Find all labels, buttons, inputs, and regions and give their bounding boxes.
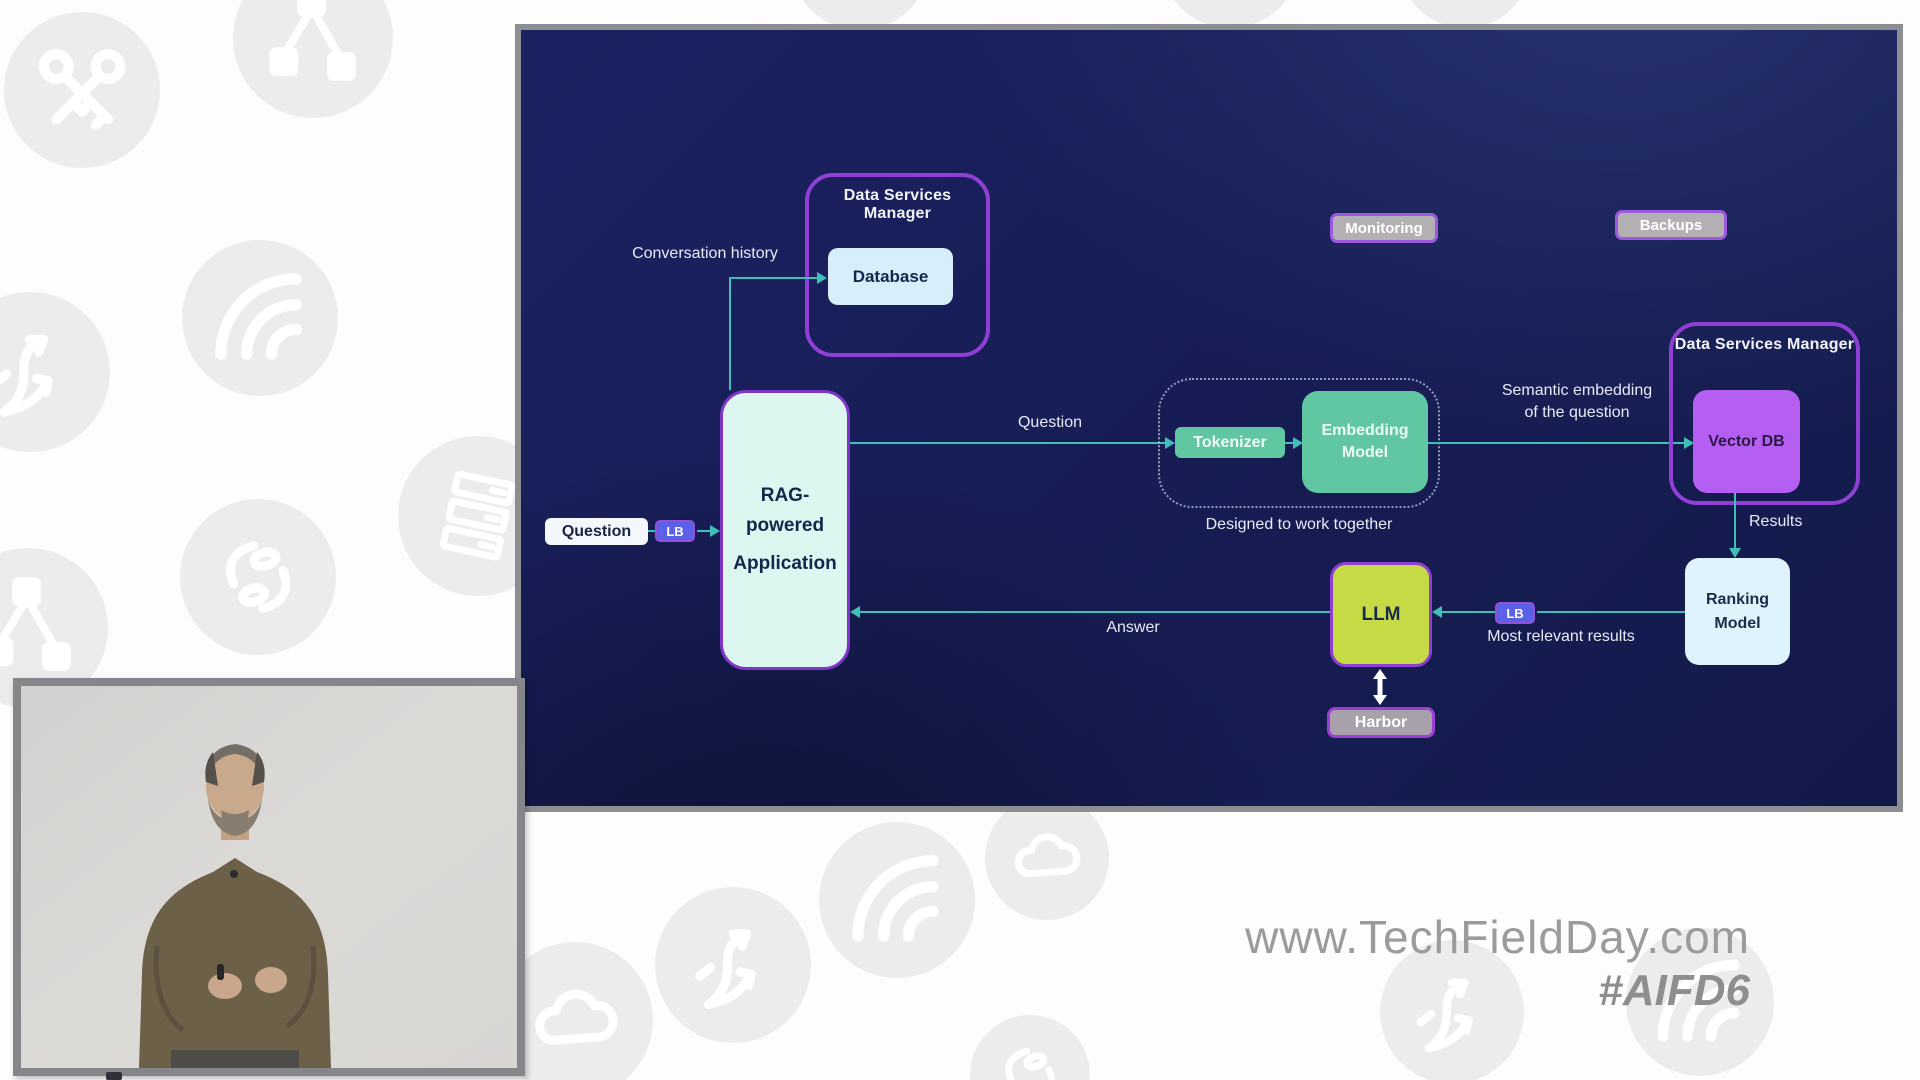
- monitoring-label: Monitoring: [1345, 219, 1423, 237]
- watermark-branch-arrows-icon: [655, 887, 811, 1043]
- event-hashtag: #AIFD6: [1598, 966, 1750, 1015]
- arrowhead-icon: [850, 606, 860, 618]
- watermark-crossed-keys-icon: [4, 12, 160, 168]
- arrowhead-icon: [1432, 606, 1442, 618]
- arrowhead-icon: [1729, 548, 1741, 558]
- dsm-right-container: Data Services Manager: [1669, 322, 1860, 505]
- connector-line: [697, 530, 711, 532]
- conversation-history-line: [729, 278, 731, 390]
- watermark-swirl-icon: [180, 499, 336, 655]
- most-relevant-line: [1441, 611, 1495, 613]
- question-flow-line: [850, 442, 1166, 444]
- semantic-line1: Semantic embedding: [1501, 382, 1653, 399]
- embedding-label-line1: Embedding: [1321, 422, 1409, 439]
- watermark-swirl-icon: [970, 1015, 1090, 1080]
- question-input-node: Question: [545, 518, 648, 545]
- results-label: Results: [1749, 513, 1803, 530]
- dsm-right-title: Data Services Manager: [1674, 336, 1855, 353]
- rag-label-line3: Application: [733, 553, 837, 574]
- connector-line: [648, 530, 655, 532]
- watermark-wifi-icon: [1626, 928, 1774, 1076]
- designed-together-label: Designed to work together: [1205, 516, 1393, 533]
- arrowhead-icon: [710, 525, 720, 537]
- vector-db-node: Vector DB: [1693, 390, 1800, 493]
- most-relevant-line: [1537, 611, 1685, 613]
- database-label: Database: [852, 266, 929, 286]
- answer-label: Answer: [1106, 619, 1160, 636]
- embedding-label-line2: Model: [1341, 444, 1389, 461]
- question-flow-label: Question: [1017, 414, 1083, 431]
- harbor-node: Harbor: [1327, 707, 1435, 738]
- watermark-network-nodes-icon: [233, 0, 393, 118]
- lb-label: LB: [666, 523, 684, 539]
- vector-db-label: Vector DB: [1708, 432, 1785, 450]
- watermark-cloud-icon: [985, 796, 1109, 920]
- conversation-history-line: [729, 277, 817, 279]
- tokenizer-node: Tokenizer: [1175, 427, 1285, 458]
- lb-label: LB: [1506, 605, 1524, 621]
- watermark-branch-arrows-icon: [1380, 940, 1524, 1080]
- conversation-history-label: Conversation history: [632, 245, 778, 262]
- watermark-branch-arrows-icon: [0, 292, 110, 452]
- arrowhead-icon: [1293, 437, 1303, 449]
- llm-node: LLM: [1330, 562, 1432, 667]
- embedding-model-node: Embedding Model: [1302, 391, 1428, 493]
- semantic-flow-line: [1428, 442, 1686, 444]
- rag-label-line2: powered: [745, 515, 825, 536]
- backups-label: Backups: [1639, 216, 1703, 234]
- dsm-top-title: Data Services Manager: [843, 187, 952, 222]
- database-node: Database: [828, 248, 953, 305]
- tokenizer-label: Tokenizer: [1193, 433, 1267, 451]
- ranking-label-line2: Model: [1714, 614, 1761, 632]
- ranking-label-line1: Ranking: [1705, 590, 1770, 608]
- most-relevant-label: Most relevant results: [1487, 628, 1635, 645]
- load-balancer-badge: LB: [655, 520, 695, 542]
- semantic-line2: of the question: [1524, 404, 1630, 421]
- rag-label-line1: RAG-: [760, 485, 810, 506]
- presentation-slide: Data Services Manager Database Conversat…: [515, 24, 1903, 812]
- techfieldday-url: www.TechFieldDay.com: [1245, 911, 1750, 963]
- results-line: [1734, 493, 1736, 550]
- monitoring-badge: Monitoring: [1330, 213, 1438, 243]
- double-arrow-icon: [1373, 669, 1387, 705]
- dsm-top-container: Data Services Manager: [805, 173, 990, 357]
- ranking-model-node: Ranking Model: [1685, 558, 1790, 665]
- question-input-label: Question: [561, 522, 632, 540]
- arrowhead-icon: [1684, 437, 1694, 449]
- connector-line: [1285, 442, 1295, 444]
- rag-application-node: RAG- powered Application: [720, 390, 850, 670]
- llm-label: LLM: [1361, 603, 1401, 625]
- watermark-wifi-icon: [182, 240, 338, 396]
- presenter-webcam-video: [13, 678, 525, 1076]
- arrowhead-icon: [1165, 437, 1175, 449]
- harbor-label: Harbor: [1354, 713, 1408, 731]
- semantic-embedding-label: Semantic embedding of the question: [1477, 380, 1677, 424]
- backups-badge: Backups: [1615, 210, 1727, 240]
- arrowhead-icon: [817, 272, 827, 284]
- presenter-illustration: [21, 686, 517, 1068]
- load-balancer-badge: LB: [1495, 602, 1535, 624]
- player-progress-stub: [106, 1072, 122, 1080]
- answer-line: [858, 611, 1330, 613]
- watermark-wifi-icon: [819, 822, 975, 978]
